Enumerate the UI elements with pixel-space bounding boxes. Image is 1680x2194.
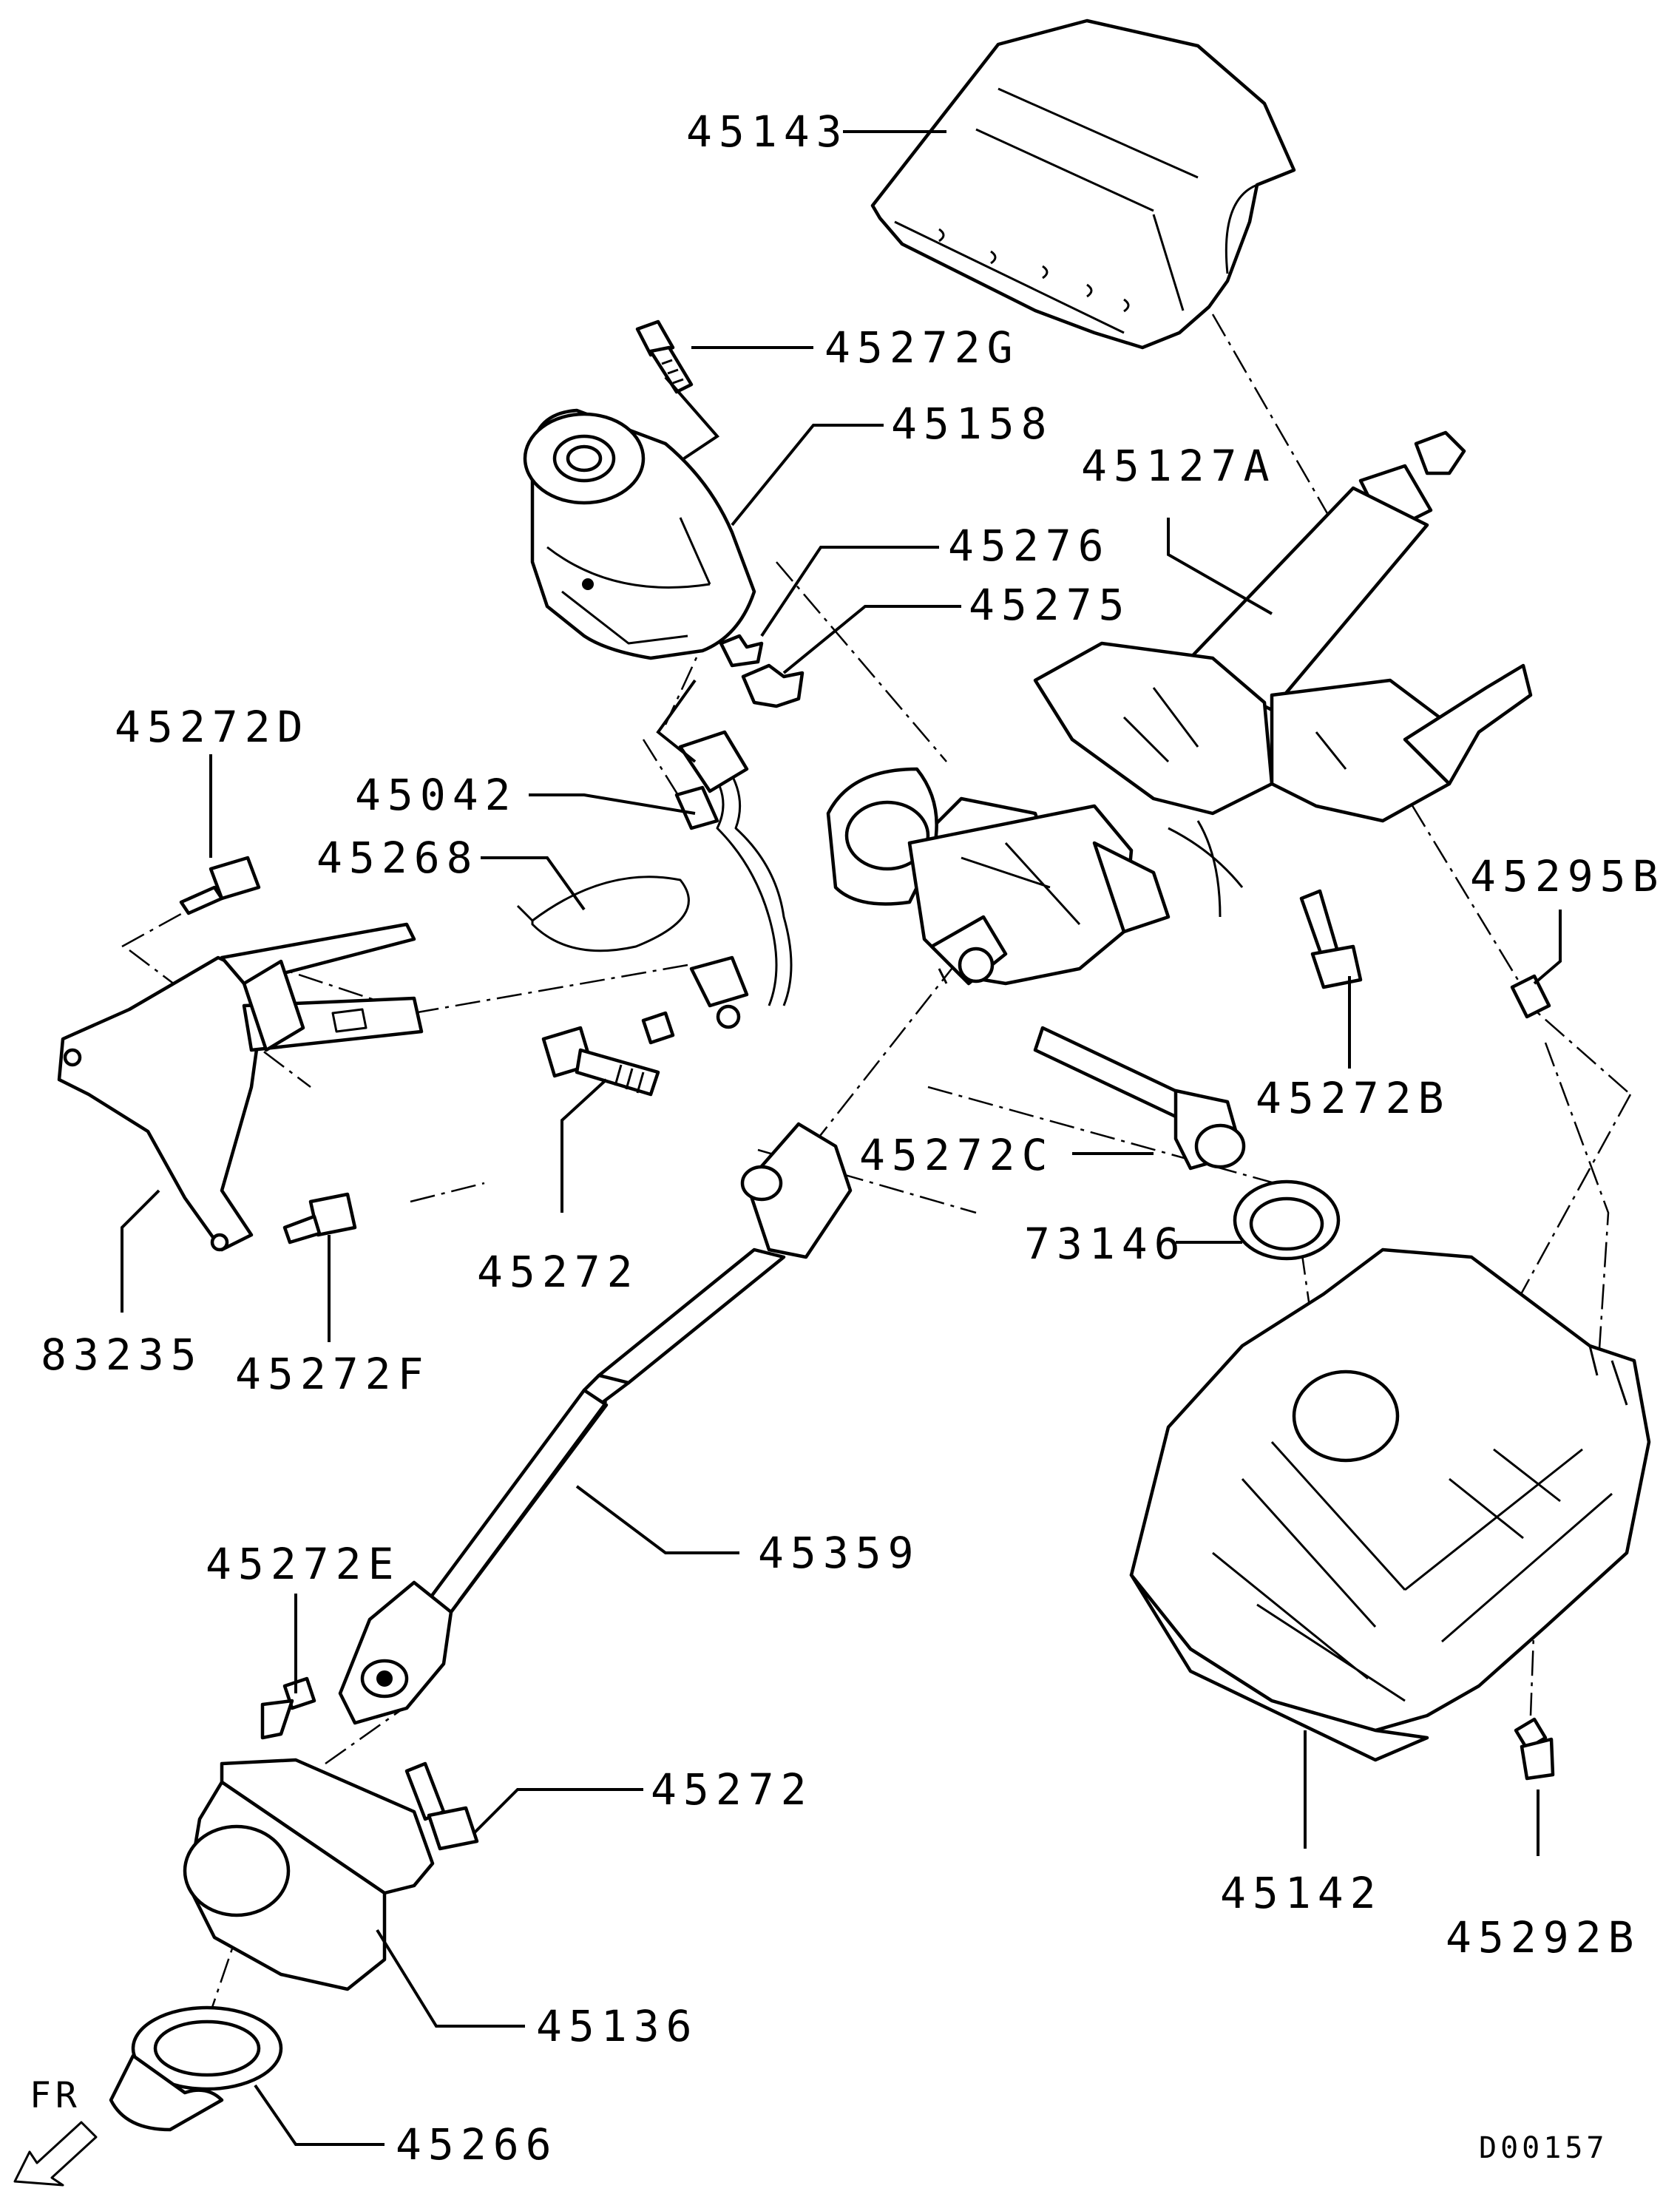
label-45272-lower: 45272 <box>651 1764 813 1815</box>
clip-45275-part <box>741 663 805 708</box>
upper-column-cover-part <box>870 18 1296 350</box>
label-45268: 45268 <box>316 833 479 883</box>
bolt-45272b-part <box>1299 889 1363 989</box>
grommet-part <box>109 2005 283 2132</box>
screw-45272g-part <box>635 319 694 394</box>
label-45127a: 45127A <box>1081 441 1276 491</box>
label-45276: 45276 <box>948 521 1111 571</box>
label-45143: 45143 <box>686 106 849 157</box>
label-45266: 45266 <box>396 2119 558 2170</box>
clip-45295b-part <box>1510 974 1551 1019</box>
front-direction-arrow: FR <box>13 2075 98 2187</box>
label-45275: 45275 <box>969 580 1131 630</box>
label-45292b: 45292B <box>1446 1912 1641 1963</box>
band-clamp-part <box>516 876 690 952</box>
bolt-45272-lower-part <box>404 1761 479 1851</box>
clip-45276-part <box>719 634 764 668</box>
label-45272e: 45272E <box>206 1539 401 1589</box>
screw-45292b-part <box>1514 1717 1555 1781</box>
part-number-labels: 45143 45272G 45158 45127A 45276 45275 45… <box>41 106 1665 2170</box>
bolt-45272f-part <box>282 1192 357 1245</box>
bolt-45272c-part <box>1033 1026 1246 1171</box>
bolt-45272d-part <box>179 856 261 915</box>
column-boot-part <box>183 1758 435 1991</box>
bolt-45272e-part <box>260 1676 316 1740</box>
front-direction-label: FR <box>30 2075 81 2116</box>
label-45272c: 45272C <box>859 1130 1054 1180</box>
label-45136: 45136 <box>536 2001 699 2051</box>
lower-column-cover-part <box>1129 1247 1651 1762</box>
label-73146: 73146 <box>1024 1219 1187 1269</box>
label-83235: 83235 <box>41 1330 203 1380</box>
steering-column-assembly-part <box>826 430 1533 986</box>
label-45272d: 45272D <box>115 702 310 752</box>
label-45158: 45158 <box>891 399 1054 449</box>
label-45295b: 45295B <box>1470 851 1665 901</box>
intermediate-shaft-part <box>338 1122 853 1725</box>
label-45042: 45042 <box>355 770 518 820</box>
label-45359: 45359 <box>758 1528 921 1578</box>
wiring-harness-part <box>641 730 793 1045</box>
column-switch-body-part <box>523 408 756 660</box>
label-45272b: 45272B <box>1256 1073 1451 1123</box>
label-45272g: 45272G <box>824 322 1020 373</box>
seal-73146-part <box>1233 1179 1341 1261</box>
diagram-reference-code: D00157 <box>1479 2131 1608 2165</box>
bolt-45272-upper-part <box>541 1026 660 1097</box>
bracket-part <box>57 922 424 1252</box>
leader-lines <box>121 130 1562 2146</box>
label-45272-upper: 45272 <box>477 1247 640 1297</box>
label-45272f: 45272F <box>235 1349 430 1399</box>
label-45142: 45142 <box>1220 1868 1383 1918</box>
